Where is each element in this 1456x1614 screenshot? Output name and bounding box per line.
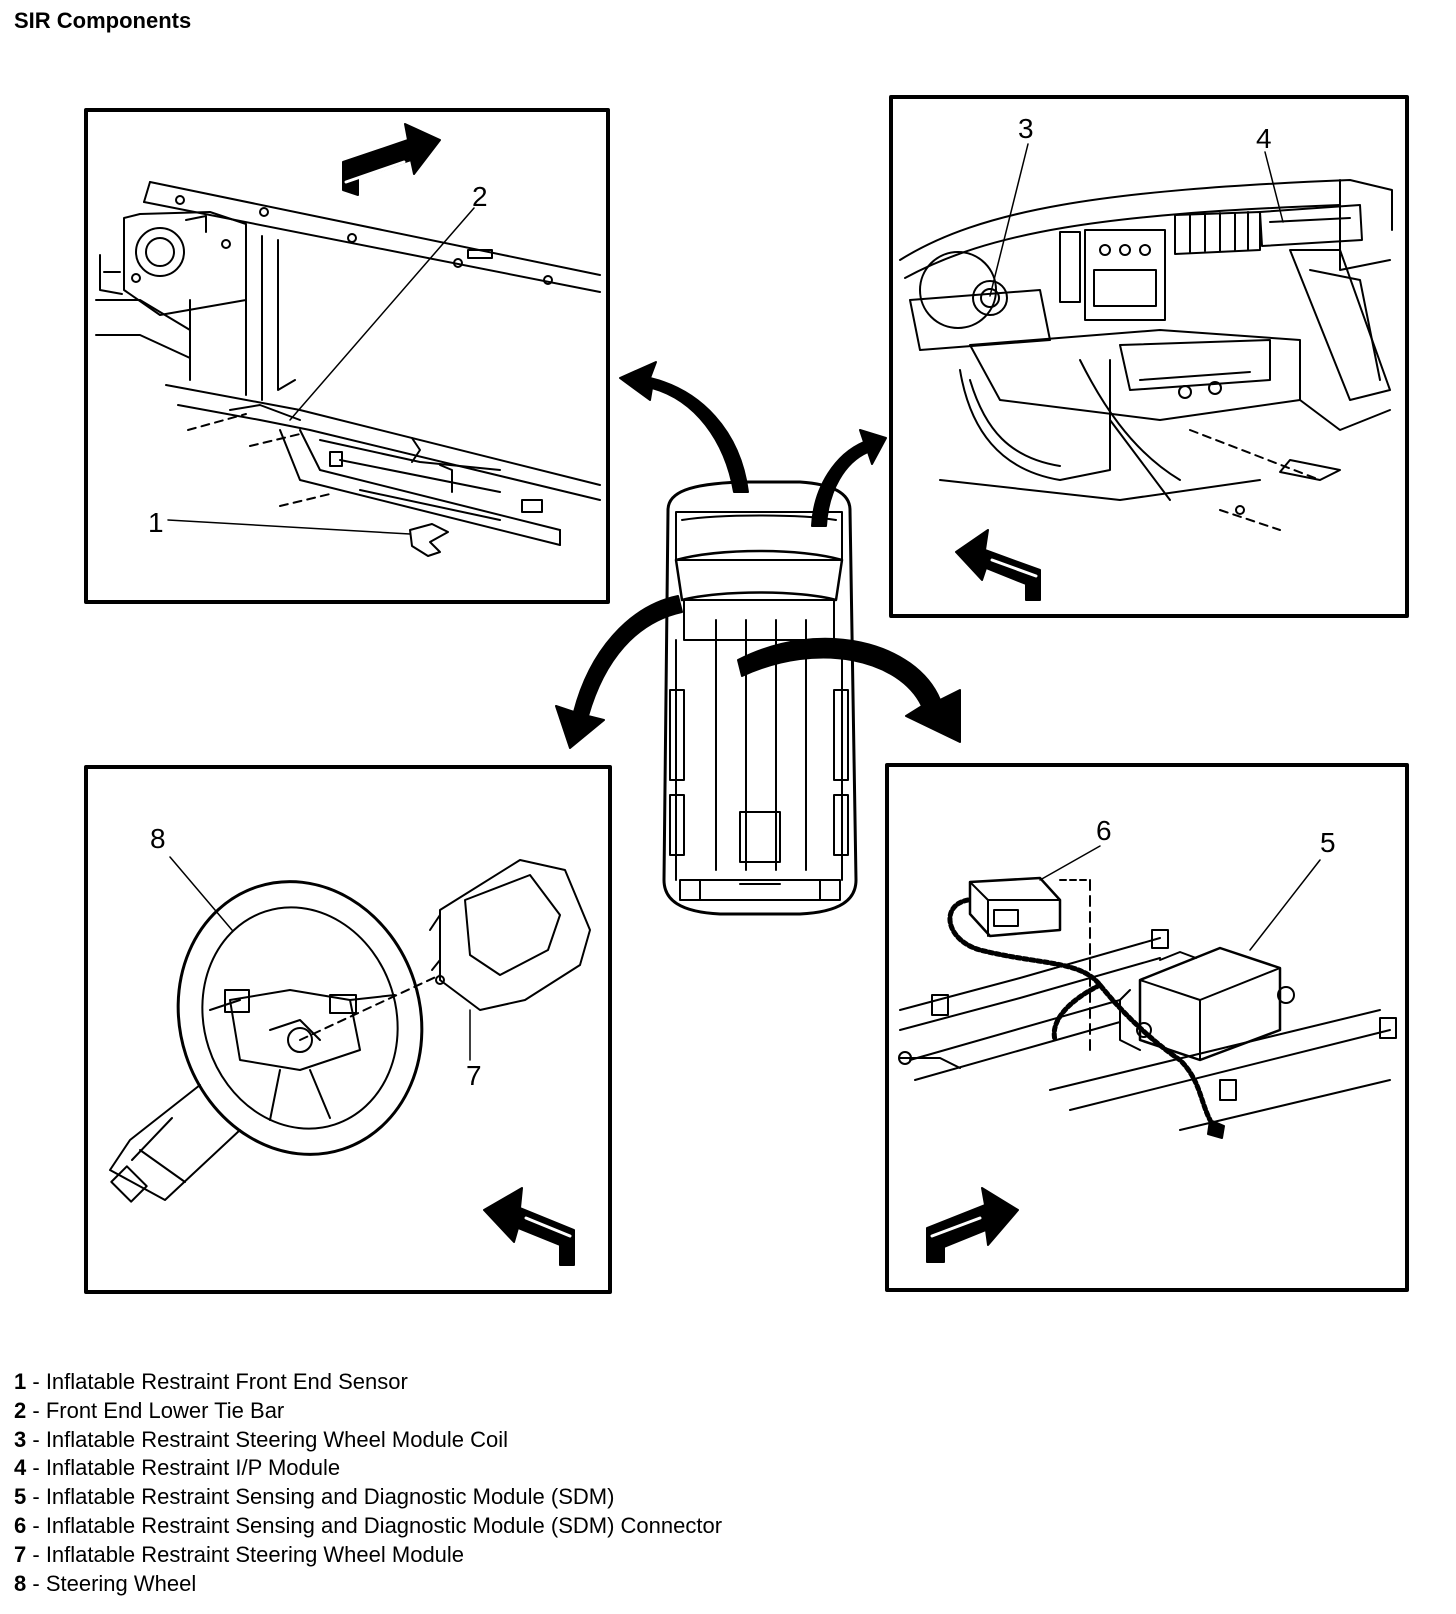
legend-separator: - (26, 1426, 46, 1452)
legend-text: Steering Wheel (45, 1570, 197, 1596)
panel-steering-wheel (84, 765, 612, 1294)
legend-separator: - (26, 1512, 46, 1538)
legend-separator: - (26, 1369, 46, 1394)
front-direction-arrow-icon (955, 529, 1041, 601)
callout-3: 3 (1018, 113, 1034, 144)
panel-sdm (885, 763, 1409, 1292)
callout-2: 2 (472, 181, 488, 212)
legend-item: 6 - Inflatable Restraint Sensing and Dia… (14, 1512, 722, 1541)
legend-separator: - (26, 1541, 46, 1567)
legend-item: 8 - Steering Wheel (14, 1570, 722, 1599)
legend-item: 2 - Front End Lower Tie Bar (14, 1397, 722, 1426)
callout-1: 1 (148, 507, 164, 538)
legend-text: Inflatable Restraint Steering Wheel Modu… (45, 1426, 509, 1452)
legend-text: Inflatable Restraint Sensing and Diagnos… (45, 1484, 615, 1510)
location-arrow-icon (811, 429, 887, 527)
panel-front-end (84, 108, 610, 604)
legend-separator: - (26, 1455, 46, 1481)
legend-text: Inflatable Restraint Sensing and Diagnos… (45, 1512, 723, 1538)
legend-number: 5 (14, 1484, 27, 1510)
legend-text: Front End Lower Tie Bar (45, 1397, 285, 1423)
legend-separator: - (26, 1397, 46, 1423)
legend-text: Inflatable Restraint Steering Wheel Modu… (45, 1541, 465, 1567)
callout-7: 7 (466, 1060, 482, 1091)
callout-4: 4 (1256, 123, 1272, 154)
location-arrow-icon (737, 637, 961, 743)
legend-number: 1 (14, 1369, 27, 1394)
front-direction-arrow-icon (483, 1187, 575, 1266)
legend-text: Inflatable Restraint I/P Module (45, 1455, 341, 1481)
legend-item: 1 - Inflatable Restraint Front End Senso… (14, 1368, 722, 1397)
location-arrow-icon (555, 595, 683, 749)
legend-item: 4 - Inflatable Restraint I/P Module (14, 1454, 722, 1483)
legend-item: 5 - Inflatable Restraint Sensing and Dia… (14, 1483, 722, 1512)
front-direction-arrow-icon (342, 123, 441, 196)
legend-number: 4 (14, 1455, 27, 1481)
legend-number: 2 (14, 1397, 27, 1423)
component-locator-figure: 1 2 3 4 5 6 7 8 (84, 95, 1409, 1294)
callout-6: 6 (1096, 815, 1112, 846)
stud (931, 929, 1397, 1101)
legend-item: 3 - Inflatable Restraint Steering Wheel … (14, 1426, 722, 1455)
legend-text: Inflatable Restraint Front End Sensor (45, 1369, 408, 1394)
legend-separator: - (26, 1570, 46, 1596)
vehicle-top-view (662, 480, 858, 916)
location-arrow-icon (619, 361, 749, 493)
component-legend: 1 - Inflatable Restraint Front End Senso… (14, 1368, 722, 1598)
panel-instrument-panel (889, 95, 1409, 618)
diagram-title: SIR Components (14, 8, 192, 33)
front-direction-arrow-icon (926, 1187, 1019, 1263)
callout-8: 8 (150, 823, 166, 854)
legend-item: 7 - Inflatable Restraint Steering Wheel … (14, 1541, 722, 1570)
legend-number: 8 (14, 1570, 27, 1596)
legend-number: 3 (14, 1426, 27, 1452)
legend-number: 6 (14, 1512, 27, 1538)
callout-5: 5 (1320, 827, 1336, 858)
legend-separator: - (26, 1484, 46, 1510)
legend-number: 7 (14, 1541, 27, 1567)
